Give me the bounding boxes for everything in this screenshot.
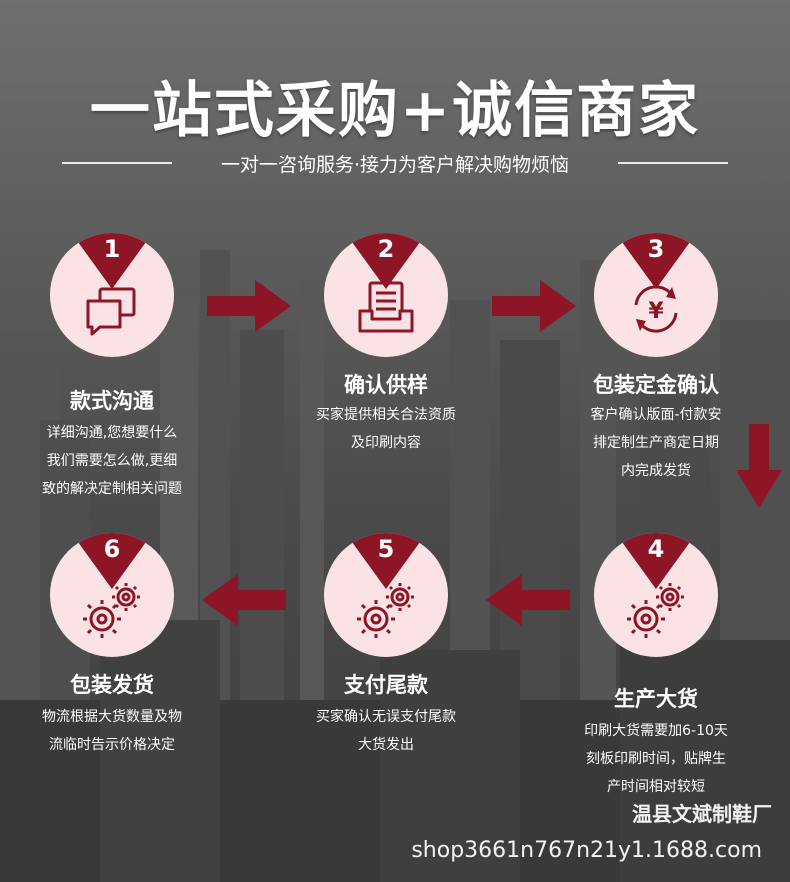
subtitle-line-right (618, 162, 728, 164)
yuan-cycle-icon: ¥ (634, 285, 678, 333)
step-6: 6 包装发货 物流根据大货数量及物 流临时告示价格决定 (0, 533, 242, 813)
step-description: 买家提供相关合法资质 及印刷内容 (256, 401, 516, 457)
subtitle-row: 一对一咨询服务·接力为客户解决购物烦恼 (0, 150, 790, 176)
step-circle: 5 (324, 533, 448, 657)
desc-line: 我们需要怎么做,更细 (46, 453, 178, 469)
chat-bubbles-icon (86, 287, 136, 336)
desc-line: 客户确认版面-付款安 (590, 407, 722, 423)
desc-line: 排定制生产商定日期 (593, 435, 719, 451)
desc-line: 刻板印刷时间，贴牌生 (586, 751, 726, 767)
arrow-left-icon (486, 574, 570, 626)
gears-icon (357, 583, 414, 638)
desc-line: 流临时告示价格决定 (49, 737, 175, 753)
step-2: 2 确认供样 买家提供相关合法资质 及印刷内容 (256, 233, 516, 513)
svg-text:¥: ¥ (648, 299, 664, 324)
step-1: 1 款式沟通 详细沟通,您想要什么 我们需要怎么做,更细 致的解决定制相关问题 (0, 233, 242, 513)
step-description: 客户确认版面-付款安 排定制生产商定日期 内完成发货 (526, 401, 786, 485)
step-circle: 2 (324, 233, 448, 357)
desc-line: 买家提供相关合法资质 (316, 407, 456, 423)
step-description: 物流根据大货数量及物 流临时告示价格决定 (0, 703, 242, 759)
step-title: 支付尾款 (344, 673, 428, 697)
step-number: 6 (103, 535, 121, 563)
desc-line: 买家确认无误支付尾款 (316, 709, 456, 725)
step-circle: 4 (594, 533, 718, 657)
step-title: 包装定金确认 (593, 373, 719, 397)
step-circle: 6 (50, 533, 174, 657)
desc-line: 物流根据大货数量及物 (42, 709, 182, 725)
step-title: 确认供样 (344, 373, 428, 397)
desc-line: 及印刷内容 (351, 435, 421, 451)
arrow-right-icon (207, 280, 291, 332)
desc-line: 大货发出 (358, 737, 414, 753)
arrow-down-icon (736, 424, 782, 508)
step-title: 包装发货 (70, 673, 154, 697)
company-name: 温县文斌制鞋厂 (632, 802, 772, 826)
step-title: 款式沟通 (70, 389, 154, 413)
desc-line: 内完成发货 (621, 463, 691, 479)
step-description: 买家确认无误支付尾款 大货发出 (256, 703, 516, 759)
desc-line: 产时间相对较短 (607, 779, 705, 795)
desc-line: 详细沟通,您想要什么 (46, 425, 178, 441)
gears-icon (83, 583, 140, 638)
step-number: 3 (647, 235, 665, 263)
step-description: 印刷大货需要加6-10天 刻板印刷时间，贴牌生 产时间相对较短 (526, 717, 786, 801)
step-4: 4 生产大货 印刷大货需要加6-10天 刻板印刷时间，贴牌生 产时间相对较短 (526, 533, 786, 813)
step-circle: 3 ¥ (594, 233, 718, 357)
document-tray-icon (358, 281, 414, 333)
step-number: 2 (377, 235, 395, 263)
step-circle: 1 (50, 233, 174, 357)
step-description: 详细沟通,您想要什么 我们需要怎么做,更细 致的解决定制相关问题 (0, 419, 242, 503)
step-number: 5 (377, 535, 395, 563)
step-title: 生产大货 (614, 687, 698, 711)
step-3: 3 ¥ 包装定金确认 客户确认版面-付款安 排定制生产商定日期 内完成发货 (526, 233, 786, 513)
desc-line: 印刷大货需要加6-10天 (584, 723, 728, 739)
desc-line: 致的解决定制相关问题 (42, 481, 182, 497)
arrow-left-icon (202, 574, 286, 626)
shop-url: shop3661n767n21y1.1688.com (411, 838, 762, 863)
gears-icon (627, 583, 684, 638)
page-title: 一站式采购+诚信商家 (89, 76, 701, 146)
step-number: 1 (103, 235, 121, 263)
step-number: 4 (647, 535, 665, 563)
arrow-right-icon (492, 280, 576, 332)
subtitle-line-left (62, 162, 172, 164)
page-subtitle: 一对一咨询服务·接力为客户解决购物烦恼 (220, 154, 570, 176)
step-5: 5 支付尾款 买家确认无误支付尾款 大货发出 (256, 533, 516, 813)
